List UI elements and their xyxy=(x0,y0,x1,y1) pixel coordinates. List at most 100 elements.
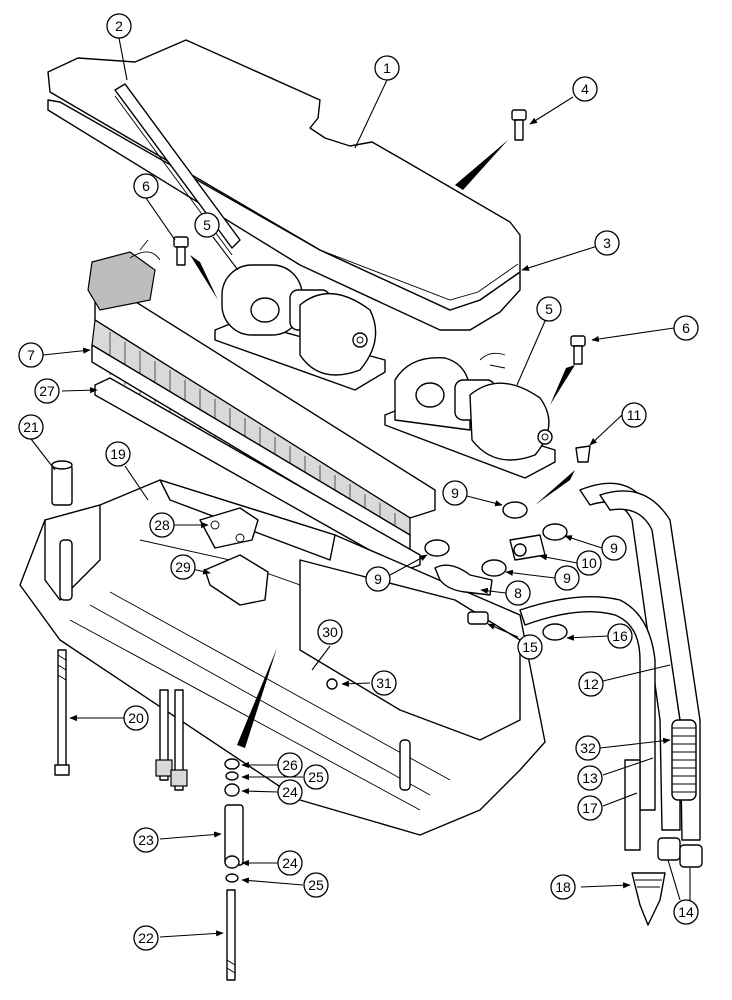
resistor-bracket xyxy=(199,507,259,549)
callout-25-a: 25 xyxy=(303,764,329,790)
callout-7: 7 xyxy=(18,342,44,368)
svg-text:9: 9 xyxy=(451,485,459,501)
callout-26: 26 xyxy=(277,752,303,778)
svg-text:10: 10 xyxy=(581,555,597,571)
callout-29: 29 xyxy=(170,554,196,580)
svg-text:12: 12 xyxy=(583,676,599,692)
hose-assembly xyxy=(519,482,701,851)
svg-text:6: 6 xyxy=(682,320,690,336)
svg-text:9: 9 xyxy=(563,570,571,586)
callout-12: 12 xyxy=(578,671,604,697)
callout-11: 11 xyxy=(621,402,647,428)
svg-text:7: 7 xyxy=(27,347,35,363)
svg-text:28: 28 xyxy=(154,517,170,533)
callout-4: 4 xyxy=(572,76,598,102)
svg-text:14: 14 xyxy=(678,904,694,920)
mounting-bracket xyxy=(204,554,269,606)
callout-30: 30 xyxy=(317,619,343,645)
svg-text:21: 21 xyxy=(23,419,39,435)
svg-text:24: 24 xyxy=(282,855,298,871)
callout-6-right: 6 xyxy=(673,315,699,341)
screw-4 xyxy=(511,109,527,141)
callout-21: 21 xyxy=(18,414,44,440)
callout-22: 22 xyxy=(133,925,159,951)
hose-caps xyxy=(657,837,703,868)
long-bolt xyxy=(54,649,70,776)
hose-clamps xyxy=(424,501,568,641)
callout-31: 31 xyxy=(371,670,397,696)
svg-text:9: 9 xyxy=(374,571,382,587)
blower-motor-right xyxy=(384,352,556,479)
svg-text:3: 3 xyxy=(603,235,611,251)
callout-2: 2 xyxy=(106,13,132,39)
svg-text:15: 15 xyxy=(522,639,538,655)
svg-text:2: 2 xyxy=(115,18,123,34)
screw-31 xyxy=(326,678,338,690)
callout-27: 27 xyxy=(34,378,60,404)
callout-9-b: 9 xyxy=(601,535,627,561)
callout-24-a: 24 xyxy=(277,779,303,805)
callout-10: 10 xyxy=(576,550,602,576)
svg-text:11: 11 xyxy=(627,407,642,423)
svg-text:23: 23 xyxy=(138,832,154,848)
callout-25-b: 25 xyxy=(303,872,329,898)
svg-text:9: 9 xyxy=(610,540,618,556)
callout-20: 20 xyxy=(123,705,149,731)
callout-15: 15 xyxy=(517,634,543,660)
drain-fittings xyxy=(155,689,188,791)
svg-text:13: 13 xyxy=(582,770,598,786)
water-valve xyxy=(509,534,546,561)
svg-text:4: 4 xyxy=(581,81,589,97)
svg-text:6: 6 xyxy=(142,178,150,194)
svg-text:32: 32 xyxy=(580,740,596,756)
blower-motor-left xyxy=(214,264,386,391)
housing-pan xyxy=(19,479,546,836)
screw-6-right xyxy=(570,335,586,365)
svg-text:25: 25 xyxy=(308,769,324,785)
callout-18: 18 xyxy=(550,874,576,900)
svg-text:25: 25 xyxy=(308,877,324,893)
svg-text:18: 18 xyxy=(555,879,571,895)
svg-text:27: 27 xyxy=(39,383,55,399)
callout-5-right: 5 xyxy=(536,296,562,322)
svg-text:24: 24 xyxy=(282,784,298,800)
corrugated-hose xyxy=(671,719,697,801)
callout-8: 8 xyxy=(505,580,531,606)
top-cover-plate xyxy=(47,39,521,311)
seal-pad xyxy=(94,377,421,571)
clip xyxy=(575,445,591,463)
svg-text:30: 30 xyxy=(322,624,338,640)
svg-text:29: 29 xyxy=(175,559,191,575)
callout-32: 32 xyxy=(575,735,601,761)
drain-valve xyxy=(631,872,666,926)
heater-core xyxy=(87,239,436,556)
svg-text:5: 5 xyxy=(545,301,553,317)
callout-3: 3 xyxy=(594,230,620,256)
svg-text:5: 5 xyxy=(203,217,211,233)
callout-17: 17 xyxy=(577,795,603,821)
callout-24-b: 24 xyxy=(277,850,303,876)
svg-text:1: 1 xyxy=(383,60,391,76)
svg-text:19: 19 xyxy=(110,446,126,462)
callout-6-left: 6 xyxy=(133,173,159,199)
assembly-arrows xyxy=(190,140,575,748)
callout-14: 14 xyxy=(673,899,699,925)
callout-16: 16 xyxy=(607,623,633,649)
svg-text:20: 20 xyxy=(128,710,144,726)
callout-23: 23 xyxy=(133,827,159,853)
callout-19: 19 xyxy=(105,441,131,467)
spacer xyxy=(51,460,73,506)
callout-5-left: 5 xyxy=(194,212,220,238)
callout-9-c: 9 xyxy=(365,566,391,592)
hose-connector xyxy=(467,611,489,625)
callout-9-a: 9 xyxy=(442,480,468,506)
svg-text:16: 16 xyxy=(612,628,628,644)
callout-9-d: 9 xyxy=(554,565,580,591)
stud-assembly xyxy=(224,758,244,981)
elbow-hose xyxy=(434,564,493,596)
svg-text:26: 26 xyxy=(282,757,298,773)
svg-text:31: 31 xyxy=(376,675,392,691)
svg-text:8: 8 xyxy=(514,585,522,601)
callout-13: 13 xyxy=(577,765,603,791)
